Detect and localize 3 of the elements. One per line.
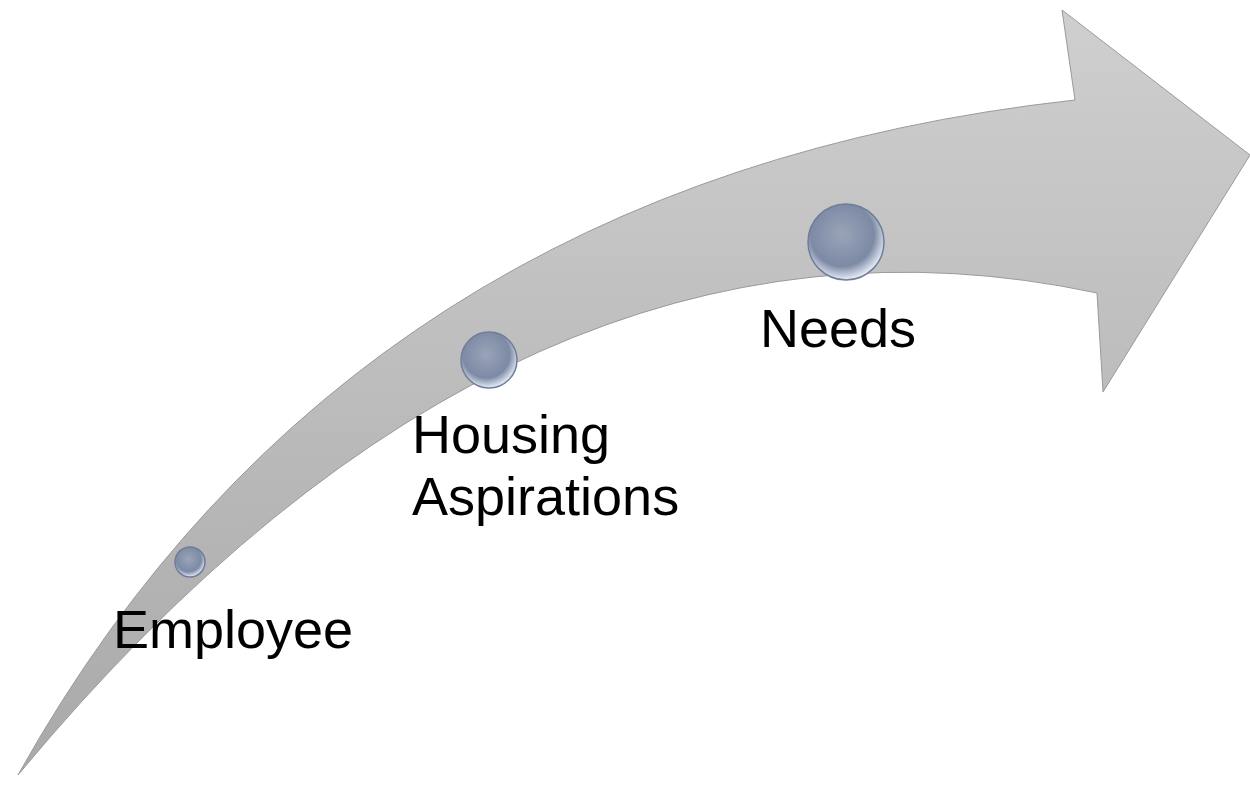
- step-label: Housing Aspirations: [412, 403, 681, 527]
- step-label: Needs: [760, 297, 918, 359]
- step-label: Employee: [113, 598, 355, 660]
